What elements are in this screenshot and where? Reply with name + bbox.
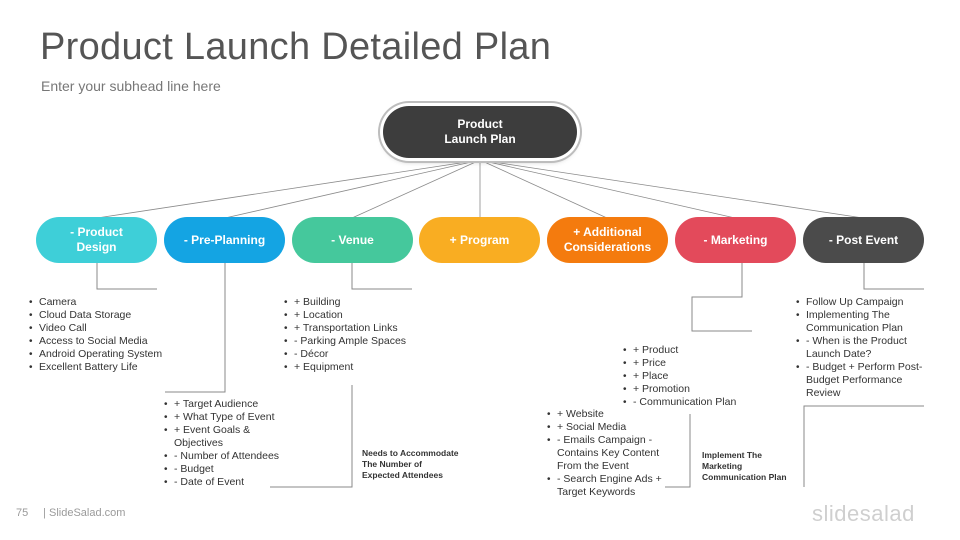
list-item: - Date of Event <box>164 476 284 489</box>
venue-note: Needs to Accommodate The Number of Expec… <box>362 448 459 480</box>
branch-venue: - Venue <box>292 217 413 263</box>
list-item: Android Operating System <box>29 348 164 361</box>
list-item: + Building <box>284 296 424 309</box>
list-item: Cloud Data Storage <box>29 309 164 322</box>
connector-post-event-bottom <box>803 405 924 487</box>
connector-marketing-list <box>691 263 752 332</box>
connector-root-product-design <box>96 159 481 219</box>
list-item: + Target Audience <box>164 398 284 411</box>
list-item: Follow Up Campaign <box>796 296 928 309</box>
list-item: + What Type of Event <box>164 411 284 424</box>
list-item: - When is the Product Launch Date? <box>796 335 928 361</box>
list-item: + Event Goals & Objectives <box>164 424 284 450</box>
connector-root-additional <box>479 159 608 219</box>
list-item: + Equipment <box>284 361 424 374</box>
connector-venue-list <box>351 263 412 290</box>
branch-pre-planning: - Pre-Planning <box>164 217 285 263</box>
connector-post-event-list <box>863 263 924 290</box>
list-item: Excellent Battery Life <box>29 361 164 374</box>
marketing-note: Implement The Marketing Communication Pl… <box>702 450 787 482</box>
list-item: + Place <box>623 370 753 383</box>
root-node: Product Launch Plan <box>383 106 577 158</box>
branch-program: + Program <box>419 217 540 263</box>
connector-pre-planning-list <box>165 263 226 393</box>
list-item: - Parking Ample Spaces <box>284 335 424 348</box>
footer-separator: | <box>43 507 46 519</box>
connector-product-design-list <box>96 263 157 290</box>
connector-venue-note <box>270 385 353 488</box>
connector-additional-list <box>665 414 691 488</box>
post-event-list: Follow Up Campaign Implementing The Comm… <box>796 296 928 400</box>
page-number: 75 <box>16 507 29 519</box>
list-item: + Transportation Links <box>284 322 424 335</box>
list-item: Video Call <box>29 322 164 335</box>
list-item: - Budget <box>164 463 284 476</box>
marketing-list: + Product + Price + Place + Promotion - … <box>623 344 753 409</box>
list-item: Access to Social Media <box>29 335 164 348</box>
list-item: - Emails Campaign - Contains Key Content… <box>547 434 672 473</box>
connector-root-marketing <box>479 159 736 219</box>
venue-list: + Building + Location + Transportation L… <box>284 296 424 374</box>
list-item: Camera <box>29 296 164 309</box>
page-subtitle: Enter your subhead line here <box>41 78 221 94</box>
list-item: + Location <box>284 309 424 322</box>
branch-additional-considerations: + Additional Considerations <box>547 217 668 263</box>
connector-root-venue <box>351 159 481 219</box>
list-item: - Budget + Perform Post-Budget Performan… <box>796 361 928 400</box>
branch-marketing: - Marketing <box>675 217 796 263</box>
list-item: - Number of Attendees <box>164 450 284 463</box>
branch-product-design: - Product Design <box>36 217 157 263</box>
additional-considerations-list: + Website + Social Media - Emails Campai… <box>547 408 672 499</box>
list-item: Implementing The Communication Plan <box>796 309 928 335</box>
connector-root-post-event <box>479 159 864 219</box>
list-item: + Promotion <box>623 383 753 396</box>
list-item: - Décor <box>284 348 424 361</box>
branch-post-event: - Post Event <box>803 217 924 263</box>
brand-logo: slidesalad <box>812 501 915 526</box>
list-item: + Social Media <box>547 421 672 434</box>
page-title: Product Launch Detailed Plan <box>40 26 552 68</box>
connector-root-pre-planning <box>224 159 481 219</box>
footer-site: SlideSalad.com <box>49 507 126 519</box>
list-item: + Price <box>623 357 753 370</box>
list-item: - Search Engine Ads + Target Keywords <box>547 473 672 499</box>
list-item: - Communication Plan <box>623 396 753 409</box>
list-item: + Product <box>623 344 753 357</box>
pre-planning-list: + Target Audience + What Type of Event +… <box>164 398 284 489</box>
list-item: + Website <box>547 408 672 421</box>
product-design-list: Camera Cloud Data Storage Video Call Acc… <box>29 296 164 374</box>
